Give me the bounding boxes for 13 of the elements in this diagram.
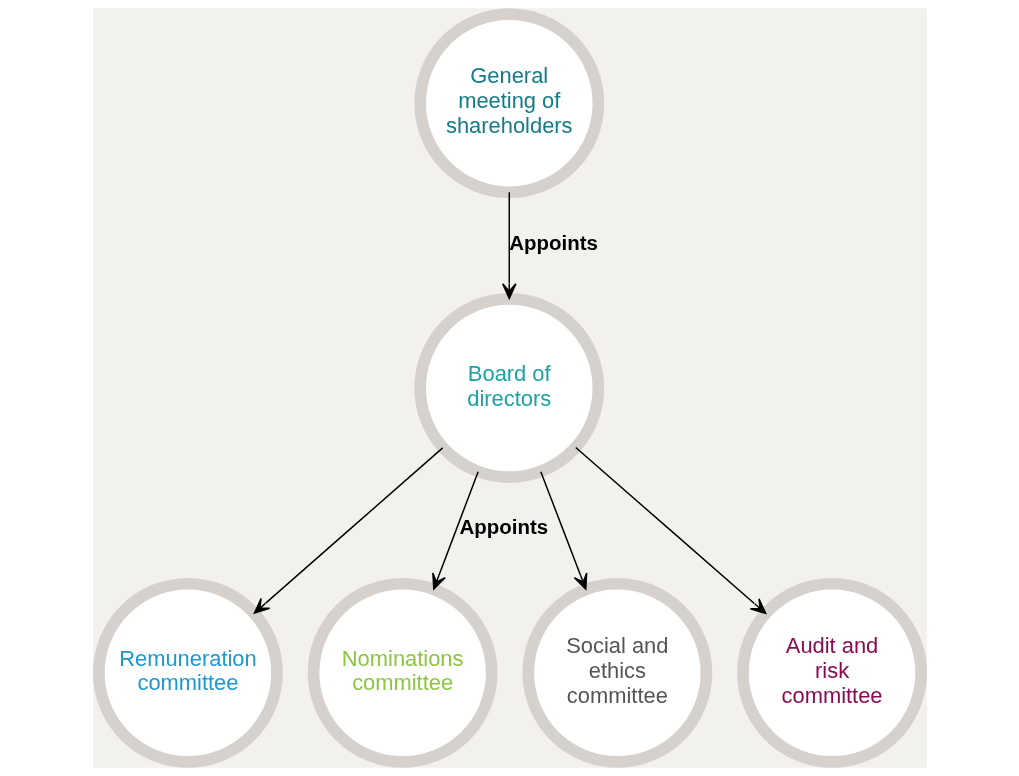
arrow bbox=[574, 446, 766, 615]
node-circle: Audit and risk committee bbox=[736, 577, 927, 768]
node-circle: General meeting of shareholders bbox=[413, 8, 604, 199]
edge-label: Appoints bbox=[459, 515, 548, 539]
arrow bbox=[501, 191, 517, 300]
arrow bbox=[431, 471, 479, 590]
arrow bbox=[253, 447, 443, 614]
node-circle: Social and ethics committee bbox=[521, 577, 712, 768]
node-circle: Remuneration committee bbox=[92, 577, 283, 768]
node-circle: Board of directors bbox=[413, 293, 604, 483]
node-circle: Nominations committee bbox=[307, 577, 498, 768]
arrow bbox=[539, 471, 587, 590]
edge-label: Appoints bbox=[508, 230, 598, 254]
